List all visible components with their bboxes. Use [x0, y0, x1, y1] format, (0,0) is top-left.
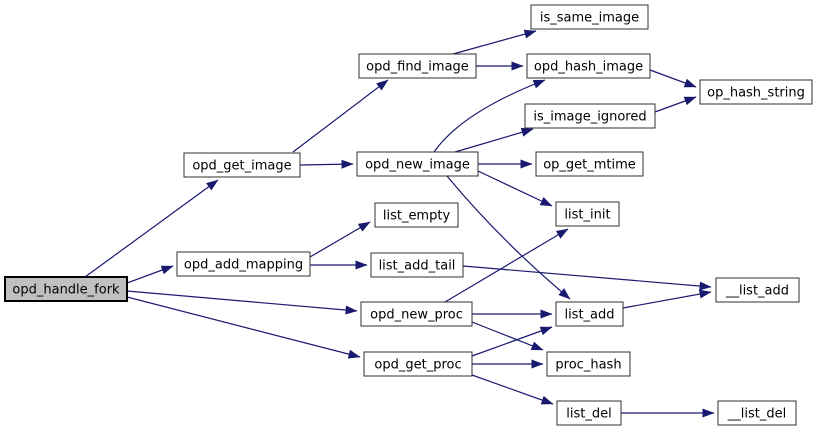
node-opd_get_image[interactable]: opd_get_image [183, 152, 301, 178]
edge-opd_new_image-list_init [477, 170, 553, 207]
edge-opd_find_image-is_same_image [452, 29, 537, 55]
node-label-list_init: list_init [564, 208, 610, 223]
edge-opd_new_image-is_image_ignored [454, 127, 534, 153]
node-label-list_add_tail: list_add_tail [379, 259, 456, 274]
node-label-opd_get_proc: opd_get_proc [374, 358, 461, 373]
node-opd_new_proc[interactable]: opd_new_proc [360, 301, 473, 327]
edge-opd_new_image-opd_hash_image [433, 79, 546, 153]
node-list_add[interactable]: list_add [555, 301, 624, 327]
node-op_hash_string[interactable]: op_hash_string [699, 79, 813, 105]
node-label-op_hash_string: op_hash_string [707, 86, 805, 101]
edge-opd_get_image-opd_new_image [299, 159, 354, 169]
node-__list_del[interactable]: __list_del [717, 400, 797, 426]
node-is_image_ignored[interactable]: is_image_ignored [524, 103, 656, 129]
edge-opd_get_proc-list_del [471, 374, 554, 405]
node-__list_add[interactable]: __list_add [715, 277, 800, 303]
node-list_add_tail[interactable]: list_add_tail [370, 252, 464, 278]
node-label-opd_new_image: opd_new_image [365, 158, 470, 173]
node-label-is_image_ignored: is_image_ignored [533, 110, 646, 125]
node-label-opd_new_proc: opd_new_proc [370, 308, 463, 323]
node-opd_new_image[interactable]: opd_new_image [356, 151, 479, 177]
edge-opd_new_proc-proc_hash [471, 321, 544, 351]
node-label-proc_hash: proc_hash [555, 358, 621, 373]
node-label-opd_find_image: opd_find_image [366, 60, 469, 75]
node-opd_hash_image[interactable]: opd_hash_image [526, 53, 651, 79]
node-opd_get_proc[interactable]: opd_get_proc [363, 351, 473, 377]
node-label-op_get_mtime: op_get_mtime [543, 158, 636, 173]
node-label-opd_add_mapping: opd_add_mapping [184, 258, 303, 273]
edge-list_add-__list_add [622, 289, 712, 309]
node-opd_find_image[interactable]: opd_find_image [358, 53, 477, 79]
edge-opd_get_image-opd_find_image [292, 79, 389, 153]
edge-opd_handle_fork-opd_get_proc [126, 296, 361, 359]
node-label-opd_hash_image: opd_hash_image [534, 60, 643, 75]
node-is_same_image[interactable]: is_same_image [530, 4, 649, 30]
edge-list_add_tail-__list_add [462, 265, 712, 291]
edge-opd_handle_fork-opd_get_image [84, 179, 219, 278]
edge-is_image_ignored-op_hash_string [654, 96, 697, 113]
node-label-list_empty: list_empty [383, 209, 451, 224]
edge-opd_hash_image-op_hash_string [649, 69, 697, 88]
node-opd_add_mapping[interactable]: opd_add_mapping [176, 251, 311, 277]
node-list_init[interactable]: list_init [555, 201, 620, 227]
node-label-is_same_image: is_same_image [540, 11, 639, 26]
edge-opd_get_proc-list_add [471, 326, 553, 357]
node-list_del[interactable]: list_del [556, 400, 622, 426]
node-label-list_add: list_add [564, 308, 614, 323]
node-list_empty[interactable]: list_empty [374, 202, 459, 228]
node-label-opd_get_image: opd_get_image [192, 159, 291, 174]
node-label-opd_handle_fork: opd_handle_fork [12, 283, 120, 298]
node-label-__list_del: __list_del [727, 407, 786, 422]
node-label-list_del: list_del [566, 407, 611, 422]
edge-opd_add_mapping-list_empty [309, 221, 371, 258]
node-op_get_mtime[interactable]: op_get_mtime [535, 151, 644, 177]
edge-opd_new_proc-list_init [444, 228, 569, 303]
edge-opd_handle_fork-opd_add_mapping [126, 265, 174, 284]
edge-opd_new_image-list_add [446, 175, 571, 300]
node-opd_handle_fork: opd_handle_fork [4, 276, 128, 302]
edge-opd_handle_fork-opd_new_proc [126, 290, 358, 315]
node-proc_hash[interactable]: proc_hash [546, 351, 631, 377]
node-label-__list_add: __list_add [725, 284, 789, 299]
